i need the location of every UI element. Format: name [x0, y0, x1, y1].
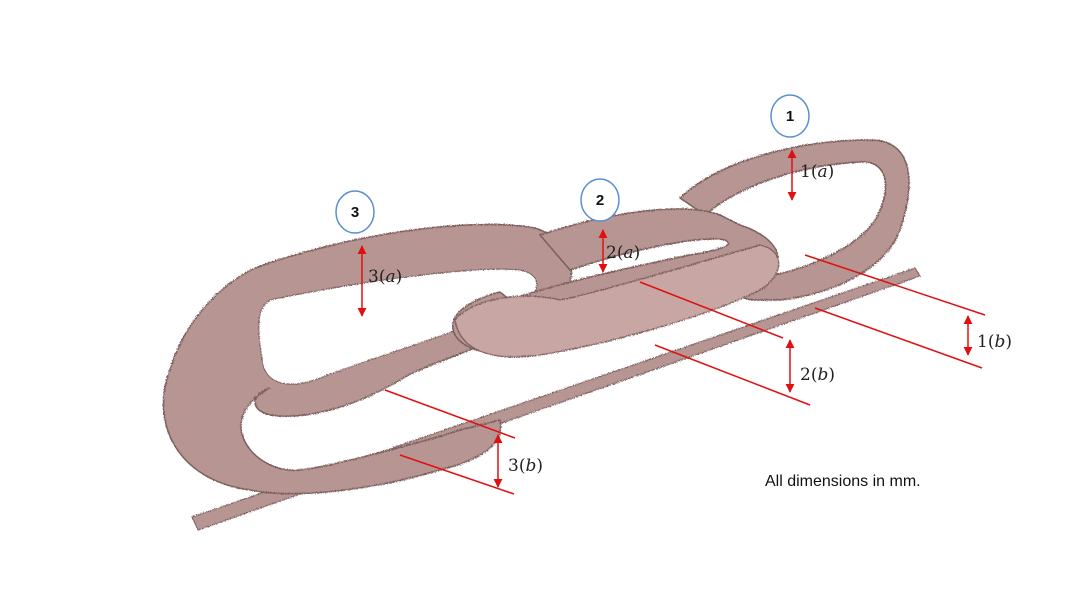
link-badge-3-label: 3 [351, 204, 359, 221]
link-badge-1: 1 [770, 94, 810, 138]
dim-label-1b: 1(b) [977, 332, 1012, 352]
link-badge-2: 2 [580, 178, 620, 222]
chain-link-3 [162, 223, 573, 495]
extension-lines [384, 254, 986, 495]
dim-label-2a: 2(a) [606, 243, 640, 263]
dim-label-2b: 2(b) [800, 365, 835, 385]
dim-label-1a: 1(a) [800, 162, 834, 182]
link-badge-1-label: 1 [786, 108, 794, 125]
dim-label-3a: 3(a) [368, 267, 402, 287]
link-badge-3: 3 [335, 190, 375, 234]
chain-link-2 [452, 208, 780, 358]
units-note: All dimensions in mm. [765, 473, 921, 490]
link-badge-2-label: 2 [596, 192, 604, 209]
dim-label-3b: 3(b) [508, 456, 543, 476]
